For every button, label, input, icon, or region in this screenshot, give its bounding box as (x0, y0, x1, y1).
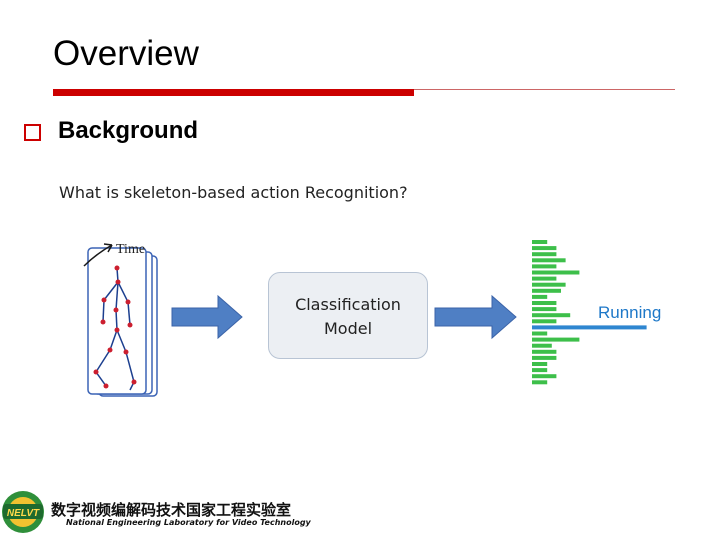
class-score-bars (532, 240, 647, 385)
skeleton-joints (93, 265, 137, 389)
skeleton-frames (87, 247, 158, 397)
class-score-bar (532, 380, 548, 385)
class-score-bar (532, 374, 557, 379)
class-score-bar (532, 313, 571, 318)
class-score-bar (532, 264, 557, 269)
question-text: What is skeleton-based action Recognitio… (59, 183, 408, 202)
class-score-bar (532, 355, 557, 360)
lab-name-chinese: 数字视频编解码技术国家工程实验室 (51, 501, 292, 519)
classification-model-box (268, 272, 428, 359)
class-score-bar (532, 362, 548, 366)
class-score-bar (532, 319, 557, 324)
class-score-bar (532, 240, 548, 244)
section-heading: Background (58, 117, 199, 144)
title-underline-red (53, 89, 414, 96)
class-score-bar (532, 368, 548, 373)
class-score-bar (532, 252, 557, 257)
model-label-line2: Model (323, 319, 373, 338)
lab-name-english: National Engineering Laboratory for Vide… (66, 518, 311, 527)
time-label: Time (116, 242, 145, 257)
class-score-bar (532, 276, 557, 281)
slide-title: Overview (53, 34, 199, 73)
class-score-bar (532, 288, 561, 293)
class-score-bar (532, 258, 566, 263)
class-score-bar (532, 294, 548, 299)
class-score-bar (532, 337, 580, 342)
predicted-class-label: Running (598, 303, 662, 322)
class-score-bar (532, 301, 557, 305)
title-underline-thin (414, 89, 675, 90)
classification-model-label: Classification Model (268, 293, 428, 341)
square-bullet-icon (24, 124, 41, 141)
class-score-bar (532, 343, 552, 348)
class-score-bar-running (532, 325, 647, 330)
time-arrow-icon (83, 243, 113, 267)
class-score-bar (532, 282, 566, 287)
class-score-bar (532, 246, 557, 251)
class-score-bar (532, 331, 548, 336)
class-score-bar (532, 349, 557, 354)
class-score-bar (532, 270, 580, 275)
class-score-bar (532, 307, 557, 312)
model-label-line1: Classification (295, 295, 401, 314)
arrow-to-model-icon (171, 294, 243, 340)
arrow-to-output-icon (434, 294, 517, 340)
